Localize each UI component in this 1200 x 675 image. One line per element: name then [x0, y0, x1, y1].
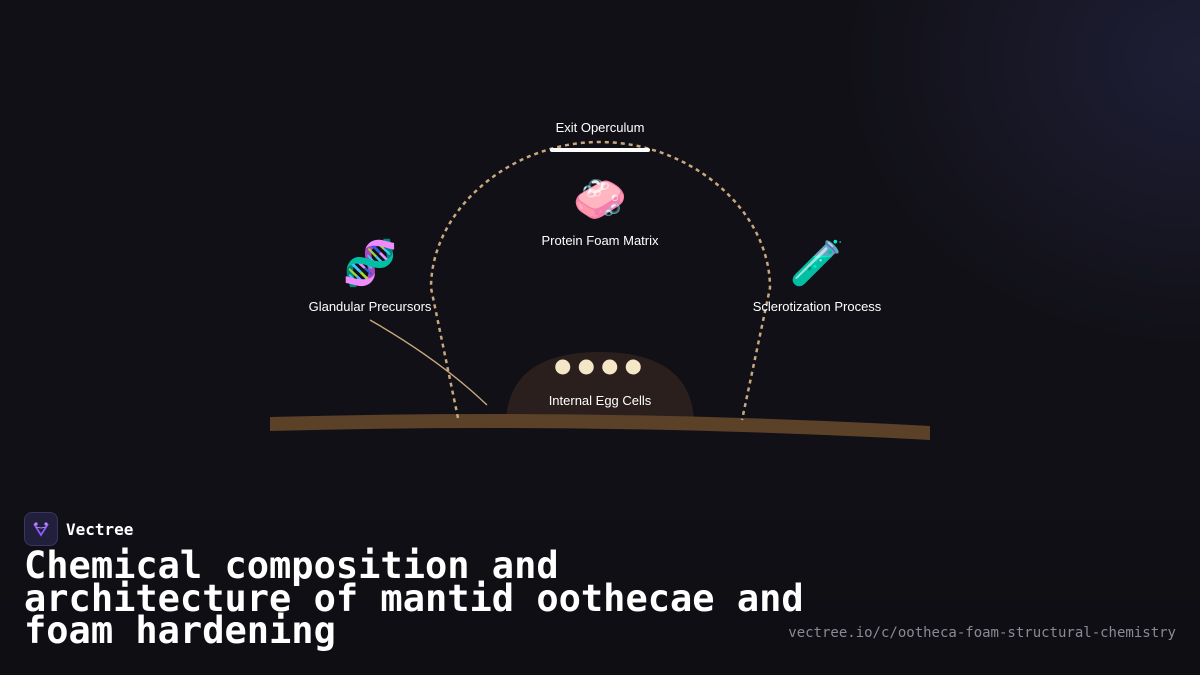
exit-operculum-label: Exit Operculum [555, 120, 645, 135]
ootheca-outline [429, 140, 772, 421]
soap-icon: 🧼 [572, 174, 628, 225]
sclerotization-process-label: Sclerotization Process [752, 299, 882, 314]
egg-cell [555, 359, 571, 375]
egg-cell [625, 359, 641, 375]
source-url[interactable]: vectree.io/c/ootheca-foam-structural-che… [788, 625, 1176, 641]
dna-icon: 🧬 [342, 238, 398, 289]
test-tube-icon: 🧪 [789, 238, 845, 289]
egg-cell [578, 359, 594, 375]
page-title: Chemical composition and architecture of… [24, 544, 804, 652]
protein-foam-matrix-label: Protein Foam Matrix [541, 233, 659, 248]
vectree-logo-icon [24, 512, 58, 546]
brand-name: Vectree [66, 519, 134, 539]
egg-cell [602, 359, 618, 375]
branch [270, 414, 930, 440]
egg-group [555, 359, 641, 375]
egg-mound [506, 352, 694, 420]
internal-egg-cells-label: Internal Egg Cells [548, 393, 652, 408]
glandular-precursors-label: Glandular Precursors [308, 299, 432, 314]
exit-operculum-bar [550, 148, 650, 152]
brand: Vectree [24, 512, 133, 546]
precursor-connector [369, 319, 488, 406]
